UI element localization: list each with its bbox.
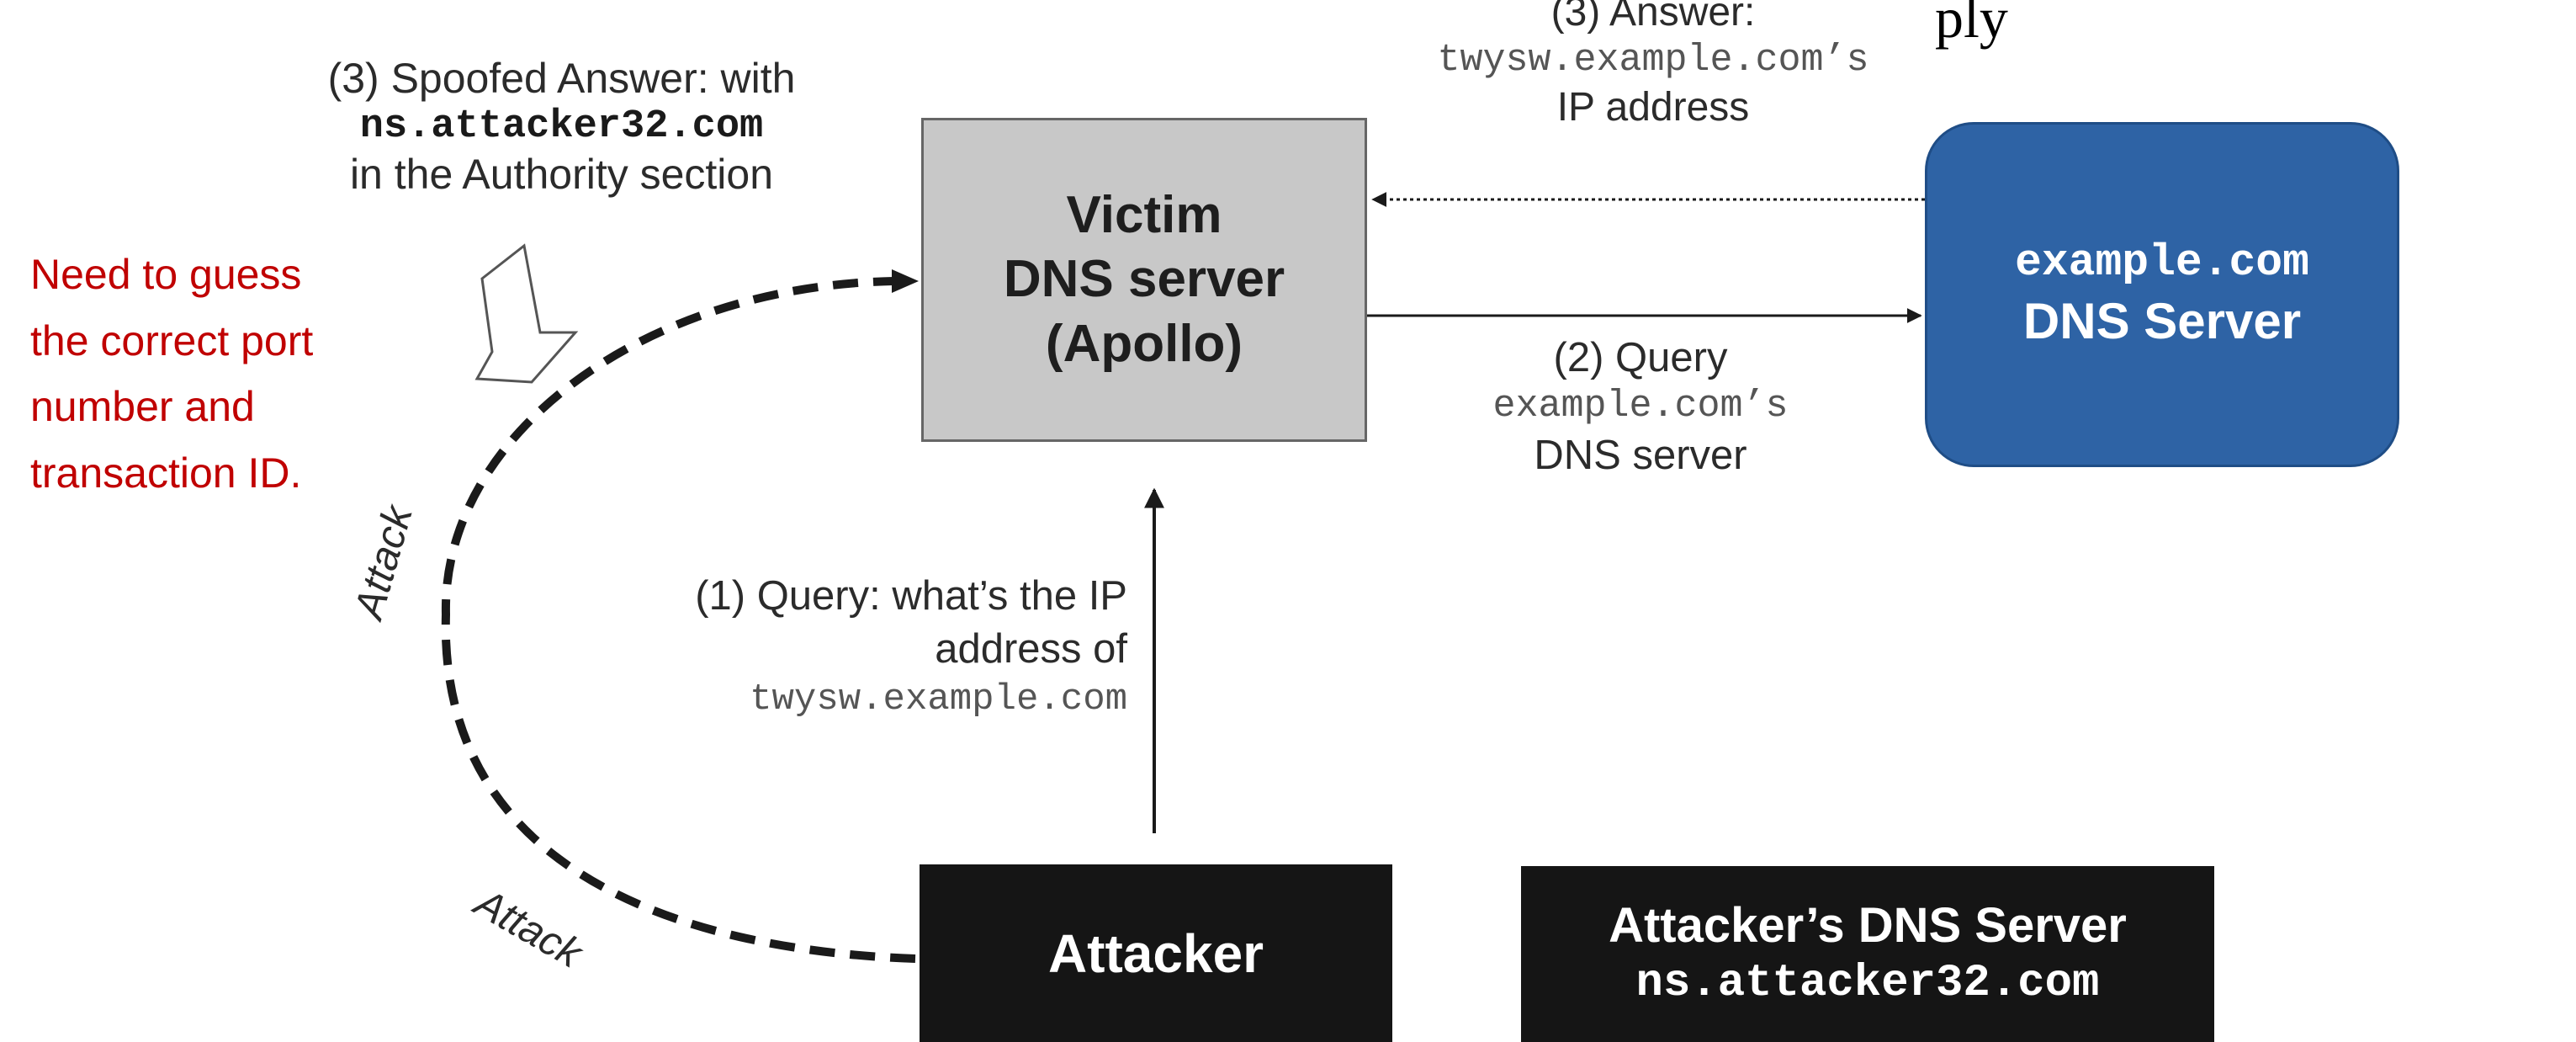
example-dns-server-box: example.com DNS Server xyxy=(1925,122,2399,467)
hollow-down-arrow-icon xyxy=(474,243,579,384)
query2-line2: example.com’s xyxy=(1492,385,1789,428)
example-server-domain: example.com xyxy=(2015,237,2309,288)
query1-label: (1) Query: what’s the IP address of twys… xyxy=(522,570,1127,724)
attack-arc xyxy=(441,277,916,963)
attacker-dns-server-box: Attacker’s DNS Server ns.attacker32.com xyxy=(1521,866,2214,1042)
spoofed-answer-domain: ns.attacker32.com xyxy=(359,104,764,149)
answer-label: (3) Answer: twysw.example.com’s IP addre… xyxy=(1333,0,1973,133)
query2-line3: DNS server xyxy=(1534,432,1747,478)
guess-note-line2: the correct port xyxy=(30,316,314,364)
victim-server-line1: Victim xyxy=(1066,186,1222,245)
attack-arc-arrowhead xyxy=(892,269,919,293)
query1-line2: address of xyxy=(935,626,1127,673)
victim-server-line2: DNS server xyxy=(1003,250,1285,309)
guess-note-line3: number and xyxy=(30,383,255,430)
victim-server-line3: (Apollo) xyxy=(1045,314,1243,373)
answer-line3: IP address xyxy=(1556,85,1750,130)
answer-line1: (3) Answer: xyxy=(1550,0,1756,35)
attacker-dns-server-title: Attacker’s DNS Server xyxy=(1609,897,2127,953)
victim-dns-server-box: Victim DNS server (Apollo) xyxy=(921,118,1367,442)
attacker-dns-server-domain: ns.attacker32.com xyxy=(1635,958,2100,1010)
heading-fragment: ply xyxy=(1935,0,2008,50)
spoofed-answer-line1: (3) Spoofed Answer: with xyxy=(327,55,796,102)
spoofed-answer-line3: in the Authority section xyxy=(349,151,774,199)
example-server-label: DNS Server xyxy=(2022,293,2302,350)
guess-note-line4: transaction ID. xyxy=(30,449,302,497)
query2-line1: (2) Query xyxy=(1553,335,1728,380)
spoofed-answer-label: (3) Spoofed Answer: with ns.attacker32.c… xyxy=(248,54,875,199)
attacker-box: Attacker xyxy=(920,864,1392,1042)
query1-line3: twysw.example.com xyxy=(750,678,1127,721)
query2-label: (2) Query example.com’s DNS server xyxy=(1380,332,1901,481)
answer-line2: twysw.example.com’s xyxy=(1437,38,1869,82)
guess-note-line1: Need to guess xyxy=(30,251,302,298)
query1-line1: (1) Query: what’s the IP xyxy=(695,573,1127,619)
guess-note: Need to guess the correct port number an… xyxy=(30,242,313,506)
